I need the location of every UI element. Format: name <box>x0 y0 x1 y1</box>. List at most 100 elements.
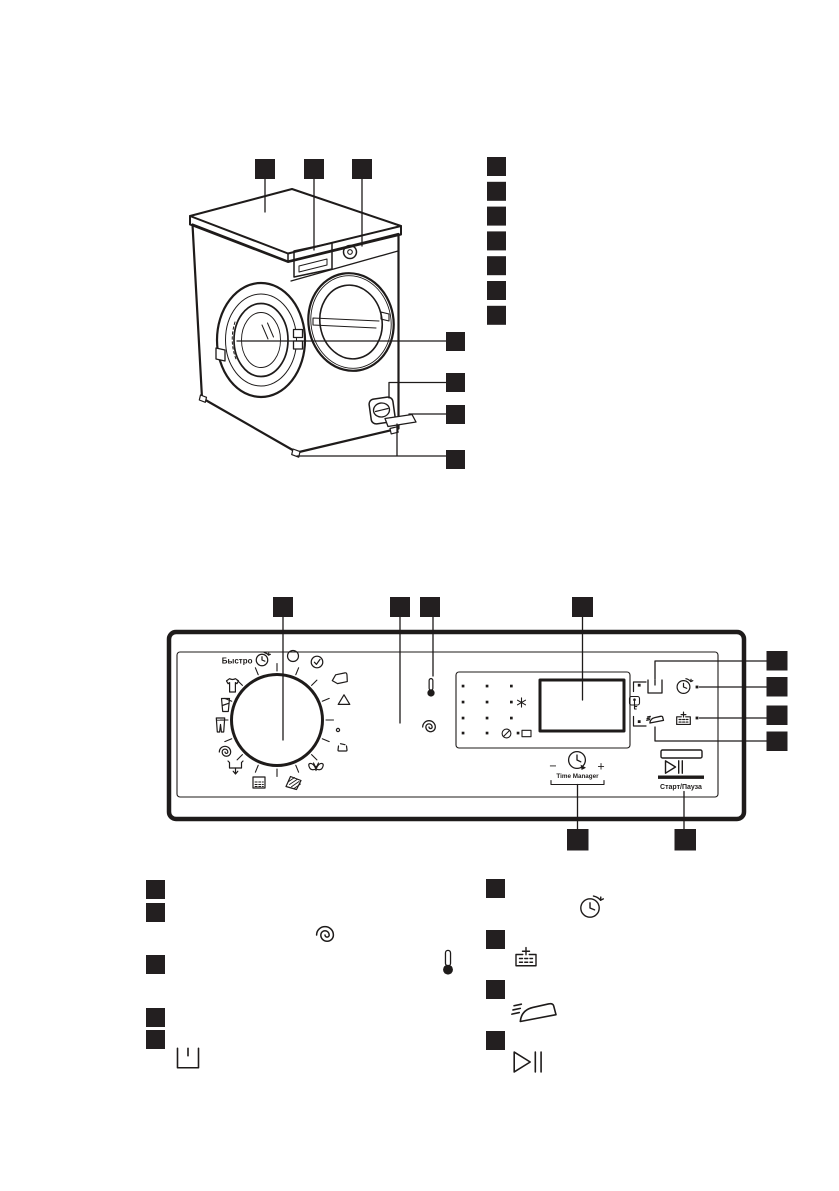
detergent-drawer <box>293 242 333 278</box>
legend-section <box>146 879 605 1074</box>
panel-face <box>176 651 719 798</box>
door-hinge <box>292 340 304 350</box>
callout-marker <box>390 597 410 617</box>
led-dot <box>637 683 641 687</box>
callout-marker <box>446 450 465 469</box>
callout-marker <box>146 1030 165 1049</box>
callout-marker <box>766 731 788 751</box>
callout-marker <box>146 1008 165 1027</box>
washer-door-open <box>215 281 307 399</box>
callout-marker <box>487 231 506 251</box>
washer-lid <box>189 188 402 263</box>
callout-marker <box>446 373 465 392</box>
prewash-tub-icon <box>647 679 663 694</box>
start-pause-control <box>658 749 704 779</box>
washer-foot <box>291 448 301 458</box>
callout-marker <box>352 159 372 179</box>
drum-paddle <box>312 317 380 329</box>
legend-easy-iron-icon <box>511 1002 557 1023</box>
callout-marker <box>304 159 324 179</box>
dial-icon-spin-spiral <box>218 745 232 757</box>
callout-marker <box>273 597 293 617</box>
easy-iron-icon <box>646 715 664 724</box>
washer-callout-lines <box>236 178 447 457</box>
callout-marker <box>486 930 505 949</box>
callout-marker <box>420 597 440 617</box>
spin-spiral-icon <box>422 720 436 733</box>
callout-marker <box>446 332 465 351</box>
dial-ring <box>230 673 324 767</box>
time-manager-clock-icon <box>567 750 587 771</box>
door-indicator-icon <box>521 729 532 738</box>
indicator-display-block <box>455 671 631 749</box>
callout-marker <box>674 829 696 851</box>
panel-callout-lines <box>282 616 768 830</box>
temperature-thermometer-icon <box>426 678 436 698</box>
led-dot-grid <box>461 684 520 735</box>
callout-marker <box>766 705 788 725</box>
door-catch <box>380 311 390 322</box>
washer-figure <box>189 178 447 458</box>
dial-icon-cotton <box>330 671 349 686</box>
glass-reflection <box>231 321 237 360</box>
door-handle <box>215 347 226 362</box>
start-pause-icon <box>664 760 683 774</box>
delay-start-clock-icon <box>676 678 694 694</box>
callout-marker <box>146 903 165 922</box>
dial-icon-handwash-basin <box>337 743 348 752</box>
dial-icon-silk-butterfly <box>308 762 324 772</box>
frost-snowflake-icon <box>516 697 527 708</box>
dial-icon-synthetics-triangle <box>337 694 351 706</box>
callout-marker <box>487 305 506 325</box>
callout-marker <box>766 677 788 697</box>
callout-marker <box>486 980 505 999</box>
dial-icon-t-shirt <box>225 678 240 693</box>
filter-flap <box>384 413 417 428</box>
dial-icon-duvet <box>285 775 302 791</box>
legend-markers <box>146 879 505 1050</box>
legend-delay-start-icon <box>579 895 605 919</box>
extra-rinse-icon <box>676 711 691 725</box>
dial-icon-eco-check <box>310 655 324 669</box>
callout-marker <box>487 206 506 226</box>
callout-marker <box>487 181 506 201</box>
dial-icon-delicates-flower <box>332 724 344 736</box>
led-dot <box>695 685 699 689</box>
time-manager-minus: − <box>549 759 556 773</box>
time-manager-label: Time Manager <box>556 773 599 780</box>
door-hinge <box>292 328 304 339</box>
dial-icon-jeans <box>215 717 226 733</box>
callout-marker <box>446 405 465 424</box>
dial-icon-curtains <box>220 697 231 713</box>
button-recess <box>660 749 703 759</box>
callout-marker <box>487 281 506 300</box>
key-lock-icon <box>628 695 641 710</box>
drain-filter <box>368 396 417 428</box>
control-knob <box>342 244 358 260</box>
callout-marker <box>146 880 165 899</box>
washer-foot <box>389 426 399 435</box>
washer-callout-markers <box>255 157 506 469</box>
start-pause-label: Старт/Пауза <box>660 784 702 791</box>
panel-callout-markers <box>273 597 788 851</box>
dial-icon-rinse <box>252 776 266 789</box>
button-bar <box>658 775 704 779</box>
legend-thermometer-icon <box>442 949 454 976</box>
led-dot <box>695 716 699 720</box>
dial-icon-quick-clock <box>255 652 271 667</box>
washer-foot <box>198 394 208 403</box>
callout-marker <box>766 651 788 671</box>
dial-quick-label: Быстро <box>222 657 253 666</box>
callout-marker <box>486 1031 505 1050</box>
option-buttons <box>646 678 699 725</box>
control-panel-figure <box>166 616 768 830</box>
legend-prewash-tub-icon <box>176 1047 200 1069</box>
door-lock-indicator <box>628 681 647 727</box>
legend-start-pause-icon <box>512 1050 543 1074</box>
callout-marker <box>486 879 505 898</box>
legend-extra-rinse-icon <box>515 946 537 967</box>
callout-marker <box>487 256 506 276</box>
glass-shine <box>261 322 274 340</box>
